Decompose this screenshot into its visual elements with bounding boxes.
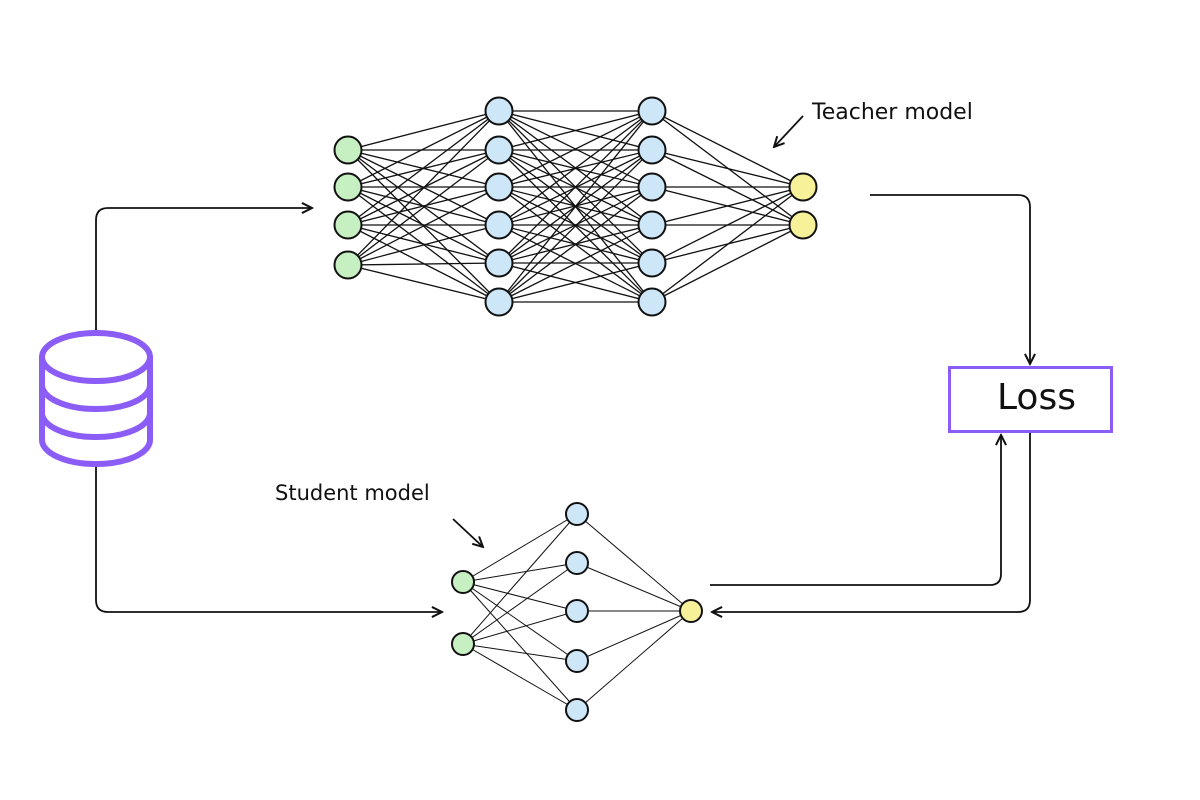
- student-output-node: [679, 599, 703, 623]
- teacher-edge: [651, 110, 804, 188]
- teacher-hidden-node: [637, 172, 667, 202]
- teacher-edge: [498, 186, 653, 264]
- student-hidden-node: [565, 502, 589, 526]
- teacher-input-node: [333, 210, 363, 240]
- teacher-edge: [347, 186, 500, 266]
- student-edge: [462, 581, 578, 662]
- student-input-node: [451, 570, 475, 594]
- teacher-edge: [347, 110, 500, 151]
- student-edge: [462, 513, 578, 583]
- student-hidden-node: [565, 698, 589, 722]
- teacher-edge: [498, 110, 653, 226]
- teacher-edge: [347, 110, 500, 188]
- student-edge: [576, 610, 692, 711]
- arrow-data-to-teacher: [95, 208, 312, 330]
- loss-label: Loss: [997, 377, 1076, 418]
- student-edges: [462, 513, 692, 711]
- arrow-student-to-loss: [710, 435, 1001, 586]
- teacher-hidden-node: [637, 287, 667, 317]
- teacher-edge: [347, 262, 500, 266]
- student-edge: [462, 513, 578, 645]
- teacher-nodes: [333, 96, 818, 317]
- teacher-model-label: Teacher model: [812, 100, 973, 125]
- student-input-node: [451, 632, 475, 656]
- teacher-hidden-node: [637, 135, 667, 165]
- teacher-edge: [651, 186, 804, 303]
- student-edge: [576, 610, 692, 662]
- teacher-edge: [651, 186, 804, 226]
- teacher-edge: [498, 110, 653, 264]
- arrow-data-to-student: [95, 466, 442, 612]
- teacher-edge: [347, 110, 500, 266]
- teacher-input-node: [333, 135, 363, 165]
- teacher-hidden-node: [637, 210, 667, 240]
- arrow-teacher-to-loss: [870, 194, 1030, 364]
- teacher-hidden-node: [637, 248, 667, 278]
- arrow-teacher-label: [774, 115, 804, 147]
- teacher-edge: [498, 110, 653, 188]
- student-hidden-node: [565, 599, 589, 623]
- teacher-hidden-node: [484, 172, 514, 202]
- student-edge: [462, 581, 578, 612]
- teacher-edge: [498, 262, 653, 303]
- student-edge: [576, 562, 692, 612]
- teacher-edge: [498, 110, 653, 151]
- teacher-input-node: [333, 172, 363, 202]
- teacher-edge: [347, 149, 500, 266]
- teacher-hidden-node: [484, 287, 514, 317]
- teacher-output-node: [788, 210, 818, 240]
- student-edge: [462, 643, 578, 662]
- student-edge: [462, 581, 578, 711]
- teacher-input-node: [333, 250, 363, 280]
- teacher-edges: [347, 110, 804, 303]
- teacher-edge: [347, 110, 500, 226]
- student-edge: [462, 643, 578, 711]
- teacher-edge: [498, 186, 653, 303]
- student-edge: [576, 513, 692, 612]
- teacher-hidden-node: [484, 135, 514, 165]
- database-icon: [39, 330, 153, 467]
- teacher-edge: [498, 224, 653, 303]
- student-edge: [462, 562, 578, 583]
- loss-box: Loss: [948, 366, 1113, 433]
- teacher-edge: [347, 224, 500, 264]
- student-hidden-node: [565, 649, 589, 673]
- teacher-output-node: [788, 172, 818, 202]
- student-hidden-node: [565, 551, 589, 575]
- teacher-hidden-node: [484, 210, 514, 240]
- arrow-student-label: [452, 518, 483, 547]
- teacher-hidden-node: [637, 96, 667, 126]
- teacher-edge: [498, 110, 653, 303]
- student-edge: [462, 610, 578, 645]
- student-nodes: [451, 502, 703, 722]
- teacher-edge: [347, 186, 500, 226]
- teacher-edge: [498, 149, 653, 303]
- arrow-loss-to-student: [712, 433, 1031, 612]
- teacher-edge: [651, 186, 804, 264]
- student-edge: [462, 562, 578, 645]
- teacher-edge: [347, 224, 500, 266]
- student-model-label: Student model: [275, 481, 430, 505]
- teacher-hidden-node: [484, 248, 514, 278]
- teacher-edge: [651, 149, 804, 188]
- teacher-edge: [347, 264, 500, 303]
- teacher-edge: [651, 224, 804, 303]
- teacher-hidden-node: [484, 96, 514, 126]
